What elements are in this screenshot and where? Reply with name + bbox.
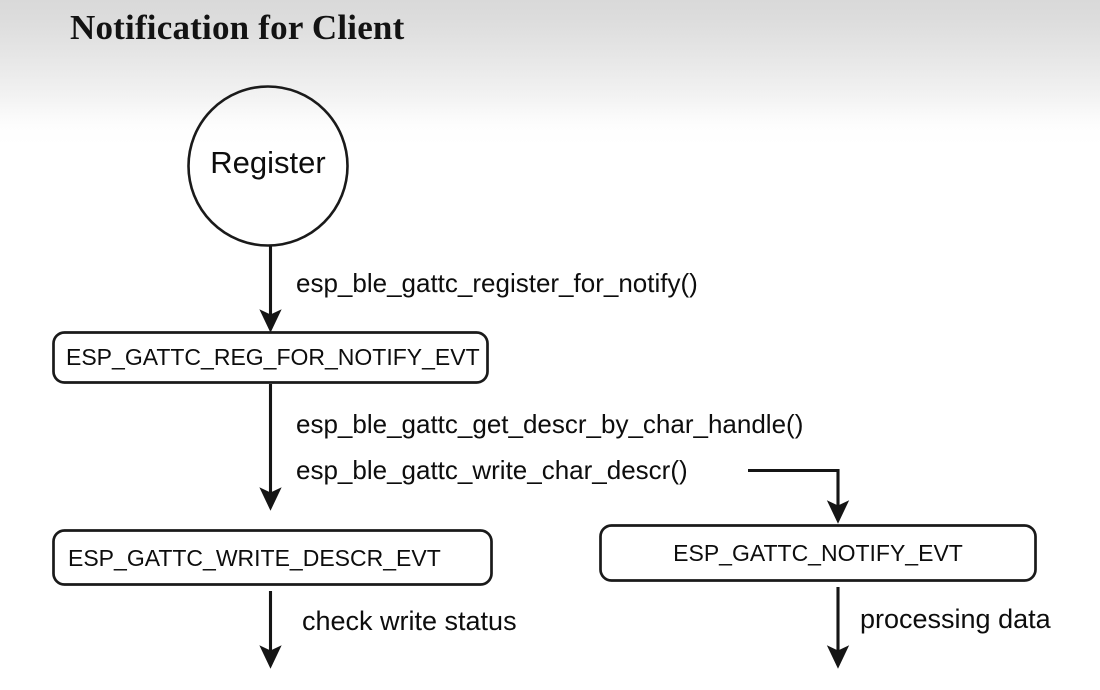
node-notify-evt-label: ESP_GATTC_NOTIFY_EVT: [673, 540, 963, 566]
edge-label-register-for-notify: esp_ble_gattc_register_for_notify(): [296, 268, 698, 298]
node-write-descr-evt-box: [52, 529, 493, 586]
edge-label-check-write-status: check write status: [302, 606, 517, 636]
node-notify-evt-box: [599, 524, 1037, 582]
page-title: Notification for Client: [70, 8, 405, 47]
node-register-label: Register: [210, 145, 326, 180]
edge-label-write-char-descr: esp_ble_gattc_write_char_descr(): [296, 455, 688, 485]
node-reg-for-notify-evt-label: ESP_GATTC_REG_FOR_NOTIFY_EVT: [66, 344, 480, 370]
node-register-circle: [187, 85, 349, 247]
node-reg-for-notify-evt-box: [52, 331, 489, 384]
edge-label-processing-data: processing data: [860, 604, 1051, 634]
edge-write-descr-elbow-arrow: [748, 468, 850, 524]
node-write-descr-evt-label: ESP_GATTC_WRITE_DESCR_EVT: [68, 545, 441, 571]
edge-label-get-descr-by-char-handle: esp_ble_gattc_get_descr_by_char_handle(): [296, 409, 804, 439]
